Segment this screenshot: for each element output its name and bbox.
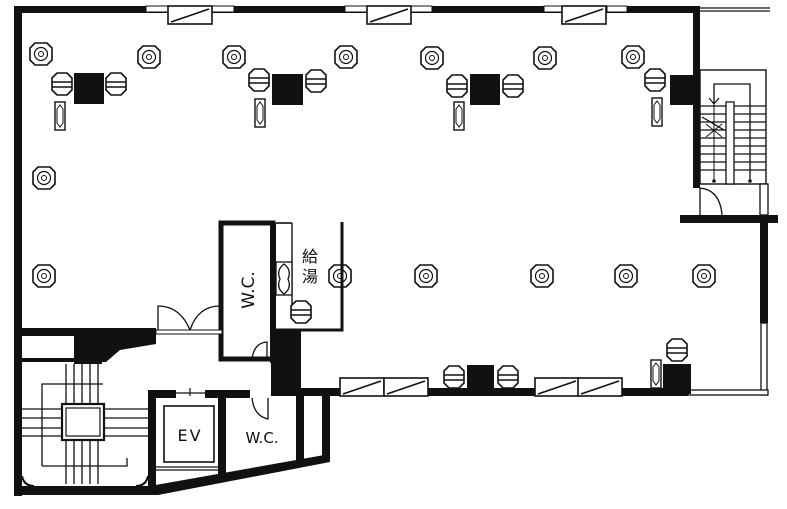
kitchenette-label-2: 湯	[302, 267, 318, 286]
window-icon	[561, 5, 607, 25]
sprinkler-icon	[533, 46, 557, 70]
window-icon	[534, 377, 580, 397]
column-icon	[272, 74, 303, 105]
lobby-walls	[14, 305, 330, 494]
sprinkler-icon	[530, 264, 554, 288]
sprinkler-icon	[334, 45, 358, 69]
sprinkler-icon	[222, 45, 246, 69]
air-conditioner-icon	[502, 74, 524, 98]
staircase-right	[699, 69, 769, 216]
air-conditioner-icon	[290, 300, 312, 324]
columns	[74, 73, 697, 395]
top-windows	[145, 5, 628, 25]
kitchenette-label-1: 給	[302, 247, 318, 266]
air-conditioner-icon	[248, 68, 270, 92]
sprinkler-icon	[328, 264, 352, 288]
wc-upper-label: W.C.	[239, 271, 259, 309]
vent-icon	[254, 98, 266, 128]
vent-icon	[453, 101, 465, 131]
door-swing-icon	[189, 305, 221, 331]
sprinkler-icon	[29, 42, 53, 66]
window-icon	[577, 377, 623, 397]
air-conditioner-icon	[51, 72, 73, 96]
air-conditioner-icon	[305, 69, 327, 93]
wc-upper-room: W.C.	[218, 220, 276, 363]
shaft-pillar	[271, 330, 301, 396]
window-icon	[383, 377, 429, 397]
air-conditioner-icon	[666, 338, 688, 362]
air-conditioner-icon	[644, 68, 666, 92]
column-icon	[467, 365, 494, 395]
column-icon	[470, 74, 500, 105]
wc-lower-room: W.C.	[245, 397, 279, 447]
sprinkler-icon	[414, 264, 438, 288]
air-conditioner-icon	[497, 365, 519, 389]
column-icon	[670, 75, 697, 105]
door-swing-icon	[251, 341, 268, 360]
sprinkler-icon	[614, 264, 638, 288]
air-conditioner-icon	[446, 74, 468, 98]
vent-icon	[651, 97, 663, 127]
air-conditioner-icon	[105, 72, 127, 96]
sprinkler-icon	[32, 166, 56, 190]
column-icon	[663, 364, 691, 394]
sprinkler-icon	[420, 46, 444, 70]
sprinkler-icon	[137, 45, 161, 69]
window-icon	[366, 5, 412, 25]
door-swing-icon	[157, 305, 191, 331]
elevator: EV	[156, 405, 218, 471]
ceiling-fixtures	[29, 42, 716, 288]
elevator-label: EV	[177, 426, 202, 445]
vent-icon	[54, 101, 66, 131]
column-icon	[74, 73, 104, 104]
staircase-left	[21, 364, 149, 487]
door-swing-icon	[699, 187, 723, 216]
air-conditioner-icon	[443, 365, 465, 389]
window-icon	[339, 377, 385, 397]
door-swing-icon	[251, 397, 269, 420]
sprinkler-icon	[692, 264, 716, 288]
window-icon	[167, 5, 213, 25]
sprinkler-icon	[621, 45, 645, 69]
sprinkler-icon	[32, 264, 56, 288]
vent-icon	[650, 359, 662, 389]
wc-lower-label: W.C.	[245, 429, 278, 447]
